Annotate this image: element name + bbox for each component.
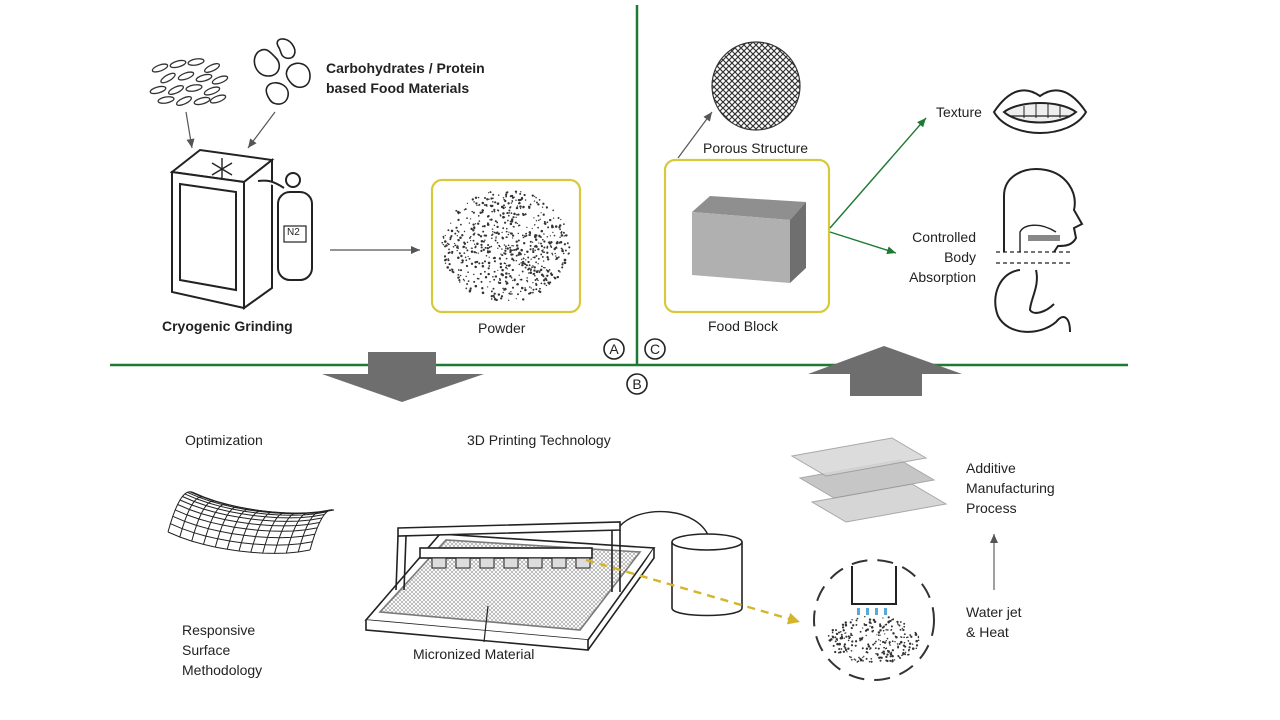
water-container-icon [671, 533, 743, 617]
nozzle-powder-particles [827, 615, 920, 663]
rsm-label-2: Surface [182, 642, 231, 658]
rice-grains-icon [149, 58, 229, 106]
water-droplets-icon [857, 608, 887, 615]
marker-a [603, 338, 625, 360]
absorption-label-2: Body [944, 249, 976, 265]
absorption-label: Controlled Body Absorption [906, 227, 976, 287]
additive-label-1: Additive [966, 460, 1016, 476]
block-to-texture-arrow [829, 117, 927, 229]
printer-icon [364, 510, 711, 651]
optimization-label: Optimization [185, 432, 263, 448]
additive-manufacturing-label: Additive Manufacturing Process [966, 458, 1055, 518]
up-block-arrow [808, 346, 962, 396]
food-block-icon [692, 196, 806, 283]
powder-label: Powder [478, 320, 526, 336]
porous-structure-icon [711, 41, 801, 131]
water-jet-label-2: & Heat [966, 624, 1009, 640]
water-jet-label-1: Water jet [966, 604, 1022, 620]
section-b-label: B [632, 376, 642, 392]
micronized-material-label: Micronized Material [413, 646, 535, 662]
absorption-label-1: Controlled [912, 229, 976, 245]
section-a-label: A [609, 341, 619, 357]
nozzle-icon [851, 566, 897, 605]
texture-label: Texture [936, 104, 982, 120]
absorption-label-3: Absorption [909, 269, 976, 285]
rsm-label-1: Responsive [182, 622, 256, 638]
layers-icon [790, 437, 948, 523]
down-block-arrow [322, 352, 484, 402]
cryogenic-grinding-label: Cryogenic Grinding [162, 318, 293, 334]
marker-b [626, 373, 648, 395]
beans-to-grinder-arrow [247, 111, 276, 149]
porous-structure-label: Porous Structure [703, 140, 809, 156]
carb-protein-label-2: based Food Materials [326, 80, 470, 96]
snowflake-icon [211, 158, 233, 180]
rice-to-grinder-arrow [185, 111, 195, 149]
rsm-label: Responsive Surface Methodology [182, 620, 262, 680]
nitrogen-tank-icon [257, 172, 313, 281]
n2-label: N2 [287, 227, 300, 238]
printing-technology-label: 3D Printing Technology [467, 432, 611, 448]
additive-label-2: Manufacturing [966, 480, 1055, 496]
block-to-absorption-arrow [829, 231, 897, 255]
beans-icon [253, 38, 311, 105]
block-to-porous-arrow [677, 111, 713, 159]
mouth-icon [992, 89, 1088, 134]
powder-particles [441, 190, 571, 302]
food-block-label: Food Block [708, 318, 779, 334]
water-jet-label: Water jet & Heat [966, 602, 1022, 642]
marker-c [644, 338, 666, 360]
section-c-label: C [649, 341, 661, 357]
micronized-material-pointer [483, 605, 489, 643]
carb-protein-label-1: Carbohydrates / Protein [326, 60, 485, 76]
section-markers [603, 338, 666, 395]
printer-to-nozzle-arrow [585, 558, 801, 625]
cryogenic-grinder-icon [169, 148, 275, 310]
section-dividers [110, 5, 1128, 367]
digestive-system-icon [994, 168, 1084, 333]
rsm-label-3: Methodology [182, 662, 263, 678]
additive-label-3: Process [966, 500, 1017, 516]
response-surface-icon [167, 491, 335, 554]
